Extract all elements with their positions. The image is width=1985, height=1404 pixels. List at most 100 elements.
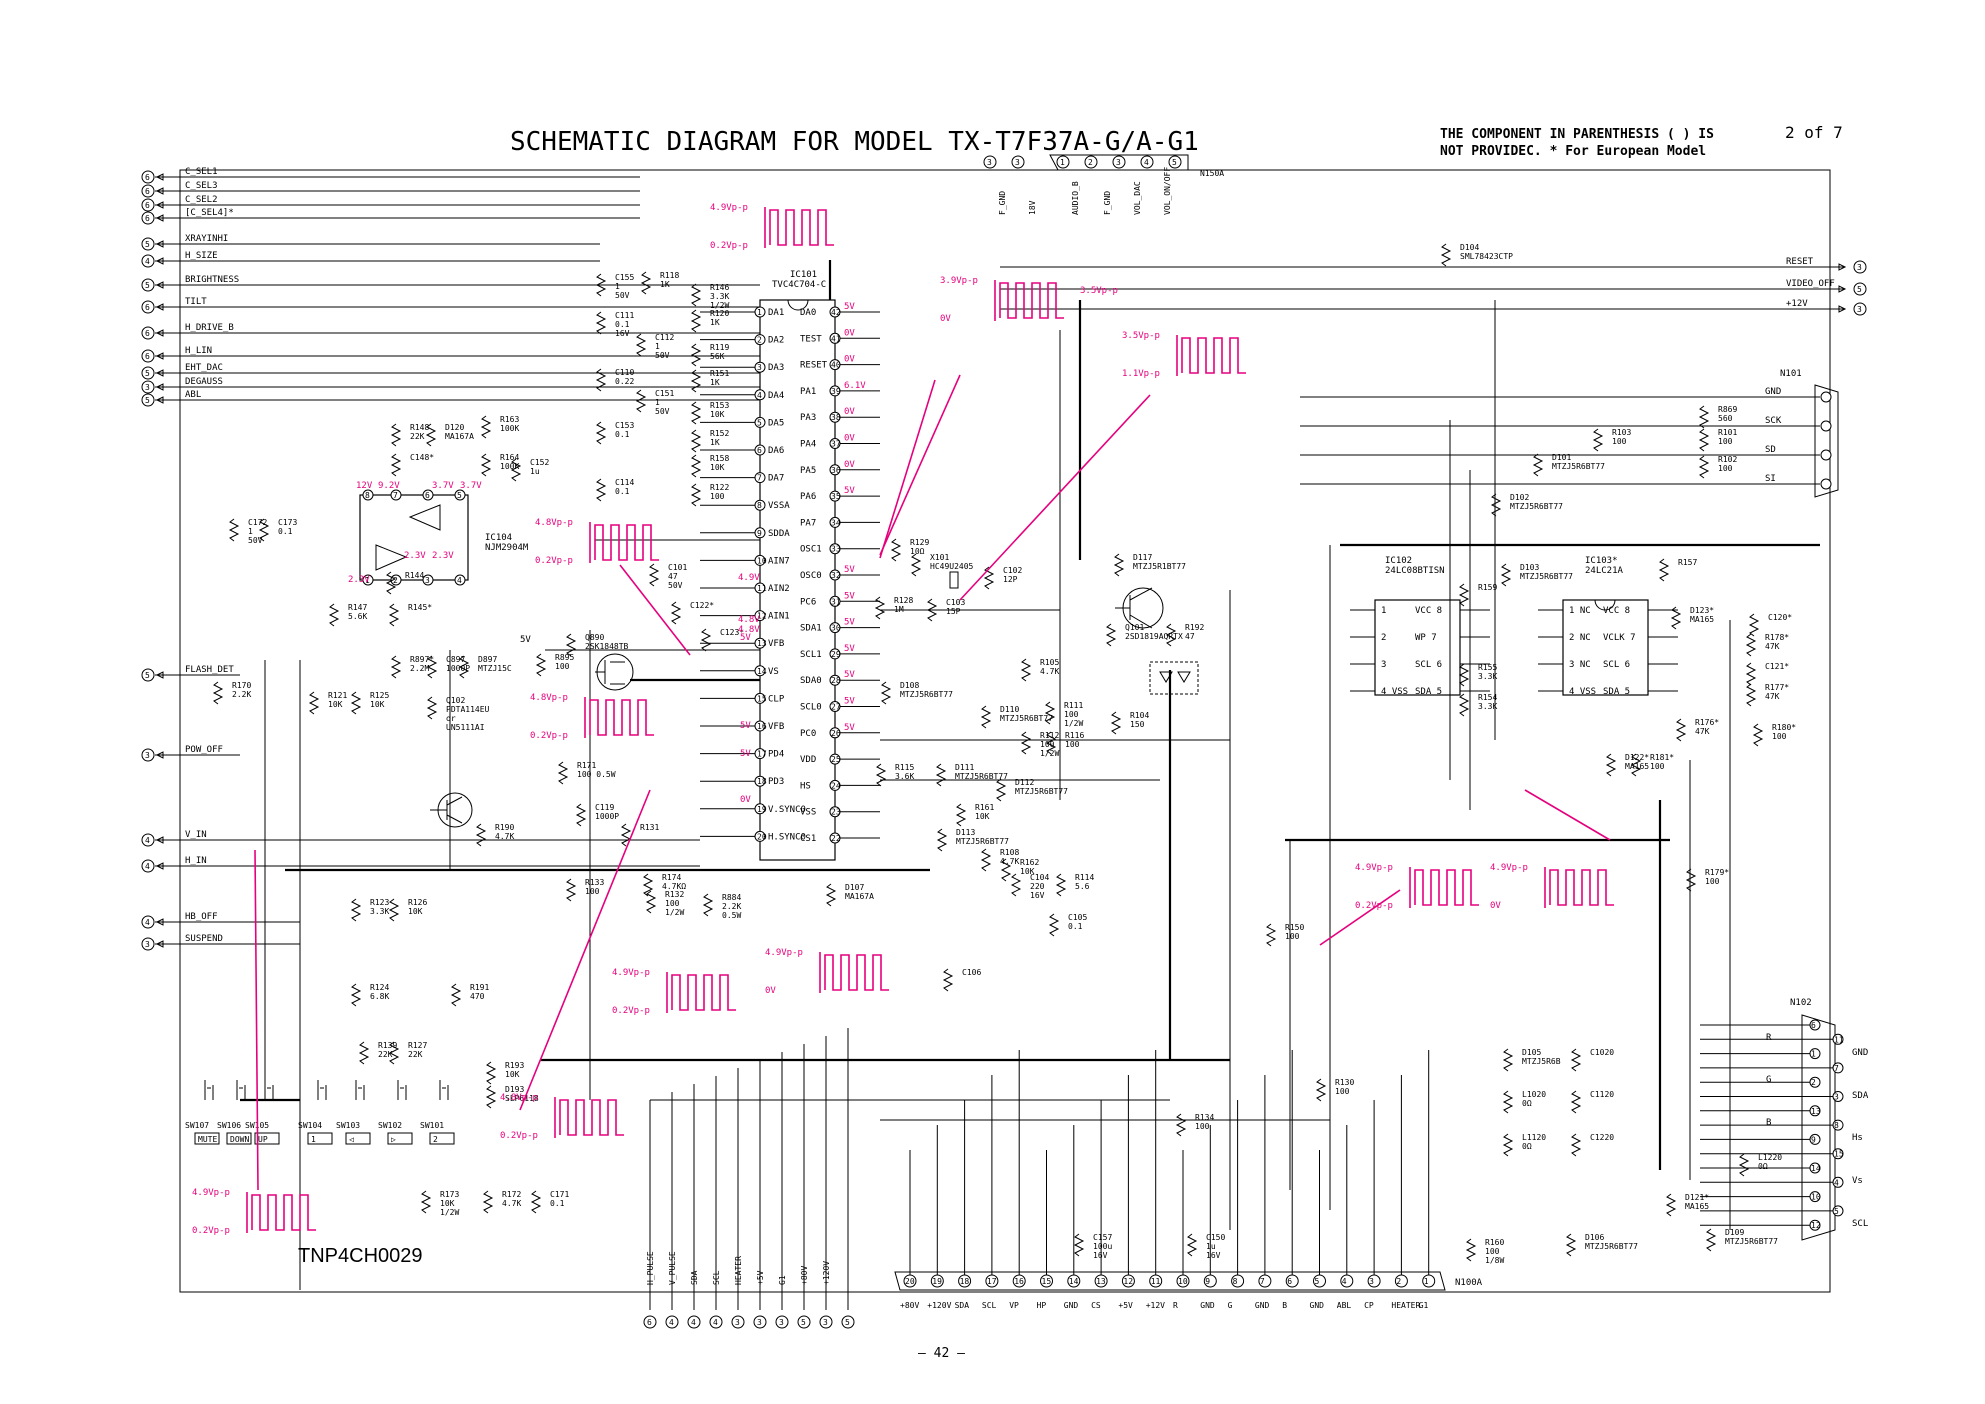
component-ref-65: D110 — [1000, 705, 1019, 714]
component-symbol-70 — [935, 763, 947, 787]
bottom-signal-4-circle — [731, 1315, 745, 1329]
component-val-54: 10K — [505, 1070, 520, 1079]
component-symbol-21 — [390, 453, 402, 477]
component-ref-25: R144 — [405, 571, 424, 580]
ic103-left-pin-1: 2 NC — [1569, 633, 1591, 643]
component-symbol-34 — [458, 655, 470, 679]
component-ref-20: C152 — [530, 458, 549, 467]
bottom-signal-9-num: 5 — [845, 1318, 850, 1327]
ic101-pin-num-41: 41 — [831, 334, 841, 343]
left-arrowhead-14 — [155, 751, 164, 759]
waveform-7-trace — [559, 1099, 624, 1136]
component-ref-117: L1220 — [1758, 1153, 1782, 1162]
ic101-pin-num-18: 18 — [757, 777, 767, 786]
component-val-91: MTZJ5R6BT77 — [1520, 572, 1573, 581]
waveform-0-high: 4.9Vp-p — [710, 203, 748, 213]
switch-cap-4: ◁ — [349, 1135, 354, 1144]
left-signal-label-1: C_SEL3 — [185, 181, 218, 191]
n150a-ref-circle-2 — [1011, 155, 1025, 169]
n102-pin-num-10: 10 — [1811, 1193, 1821, 1202]
component-ref-11: R151 — [710, 369, 729, 378]
pin-volt-0: 5V — [740, 633, 751, 643]
ic103-right-pin-2: SCL 6 — [1603, 660, 1630, 670]
component-ref-112: C1020 — [1590, 1048, 1614, 1057]
switch-cap-box-4 — [345, 1132, 371, 1145]
component-ref-73: D113 — [956, 828, 975, 837]
component-val-39: 4.7K — [495, 832, 514, 841]
n100a-label-9: GND — [1200, 1301, 1215, 1310]
n100a-pin-num-20: 20 — [905, 1277, 915, 1286]
n101-label-1: SCK — [1765, 416, 1782, 426]
ic101-volt-7: 5V — [844, 486, 855, 496]
component-symbol-77 — [1055, 873, 1067, 897]
left-signal-5-circle — [141, 254, 155, 268]
component-val-22: 1 — [248, 527, 253, 536]
component-ref-44: R174 — [662, 873, 681, 882]
wiring — [240, 260, 1820, 1290]
component-symbol-109 — [1186, 1233, 1198, 1257]
n150a-label-4: VOL_DAC — [1133, 181, 1142, 215]
component-symbol-114 — [1570, 1090, 1582, 1114]
component-val-47: MA167A — [845, 892, 874, 901]
component-symbol-84 — [1440, 243, 1452, 267]
switch-ref-0: SW107 — [185, 1121, 209, 1130]
ic101-pin-name-2: DA2 — [768, 336, 784, 346]
ic101-pin-num-34: 34 — [831, 518, 841, 527]
n150a-label-5: VOL_ON/OFF — [1163, 167, 1172, 215]
component-ref-34: D897 — [478, 655, 497, 664]
component-symbol-88 — [1592, 428, 1604, 452]
component-val-37: 10K — [370, 700, 385, 709]
switch-contact-0 — [204, 1080, 214, 1100]
component-symbol-121 — [1565, 1233, 1577, 1257]
component-ref-2: C111 — [615, 311, 634, 320]
bottom-signal-8-num: 3 — [823, 1318, 828, 1327]
switch-ref-5: SW102 — [378, 1121, 402, 1130]
supply-label-5v: 5V — [520, 635, 531, 645]
component-symbol-24 — [328, 603, 340, 627]
component-symbol-64 — [1020, 658, 1032, 682]
component-symbol-6 — [595, 421, 607, 445]
component-val-113: 0Ω — [1522, 1099, 1532, 1108]
left-arrowhead-3 — [155, 214, 164, 222]
waveform-2-high: 3.5Vp-p — [1122, 331, 1160, 341]
n100a-label-11: +12V — [1146, 1301, 1165, 1310]
ic104-pin-5 — [454, 489, 466, 501]
ic101-pin-num-37: 37 — [831, 440, 841, 449]
component-val-115: 0Ω — [1522, 1142, 1532, 1151]
component-symbol-117 — [1738, 1153, 1750, 1177]
component-val-30: 2SK1848TB — [585, 642, 629, 651]
right-signal-0-circle — [1853, 260, 1867, 274]
left-arrowhead-10 — [155, 369, 164, 377]
ic101-pin-name-6: DA6 — [768, 446, 784, 456]
ic101-pin-name-24: HS — [800, 781, 811, 791]
component-symbol-48 — [350, 898, 362, 922]
n100a-pin-num-3: 3 — [1369, 1277, 1374, 1286]
d104-diodes — [1159, 671, 1191, 683]
n100a-label-3: CP — [1364, 1301, 1374, 1310]
component-val-51: 470 — [470, 992, 485, 1001]
n102-pin-num-13: 13 — [1811, 1107, 1821, 1116]
component-val-50: 6.8K — [370, 992, 389, 1001]
left-signal-7-circle — [141, 300, 155, 314]
component-symbol-93 — [1458, 663, 1470, 687]
component-ref-116: C1220 — [1590, 1133, 1614, 1142]
component-val-38-line1: or — [446, 714, 456, 723]
waveform-7-low: 0.2Vp-p — [500, 1131, 538, 1141]
component-val-57: 4.7K — [502, 1199, 521, 1208]
n100a-pin-num-9: 9 — [1205, 1277, 1210, 1286]
ic103-name: IC103* — [1585, 556, 1618, 566]
component-val-71: MTZJ5R6BT77 — [1015, 787, 1068, 796]
ic101-pin-num-1: 1 — [757, 308, 762, 317]
waveform-1-trace — [999, 282, 1064, 319]
left-arrowhead-16 — [155, 862, 164, 870]
ic104-pin-8 — [362, 489, 374, 501]
n102-pin-num-12: 12 — [1811, 1221, 1821, 1230]
ic101-pin-num-38: 38 — [831, 413, 841, 422]
component-ref-95: R157 — [1678, 558, 1697, 567]
left-signal-12-num: 5 — [145, 396, 150, 405]
left-signal-label-7: TILT — [185, 297, 207, 307]
component-ref-83: R104 — [1130, 711, 1149, 720]
ic104-pin-num-4: 4 — [457, 576, 462, 585]
component-ref-119: D109 — [1725, 1228, 1744, 1237]
bottom-signal-5-circle — [753, 1315, 767, 1329]
